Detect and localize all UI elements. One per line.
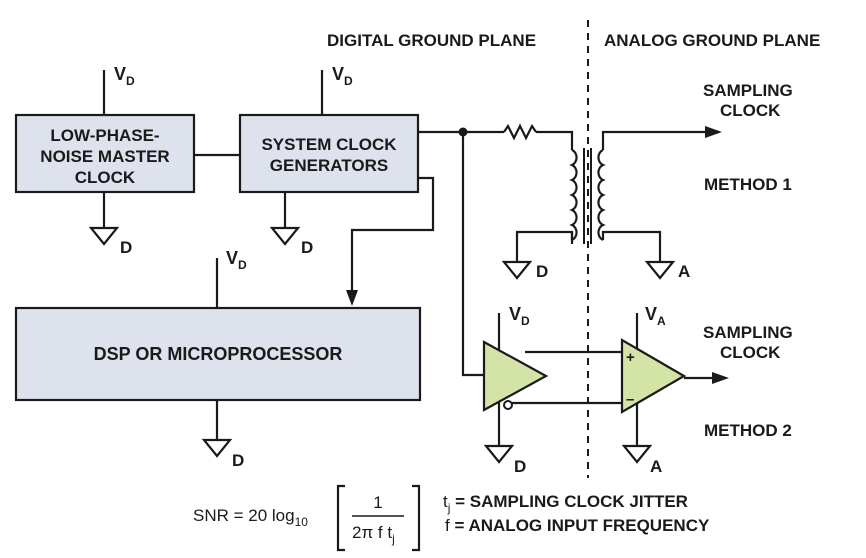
clock-generators-line2: GENERATORS	[270, 156, 388, 175]
formula-left-bracket	[336, 484, 345, 552]
snr-formula-lhs: SNR = 20 log10	[193, 506, 308, 529]
clock-generators-block	[238, 113, 420, 194]
digital-ground-plane-label: DIGITAL GROUND PLANE	[327, 31, 536, 50]
generators-ground-label: D	[301, 238, 313, 257]
generators-vd-label: VD	[332, 64, 353, 88]
master-clock-line2: NOISE MASTER	[40, 147, 169, 166]
method1-sampling-clock-line2: CLOCK	[720, 101, 781, 120]
method1-label: METHOD 1	[704, 175, 792, 194]
secondary-ground-wire	[601, 230, 662, 262]
formula-denominator: 2π f tj	[352, 523, 395, 546]
driver-vd-label: VD	[509, 304, 530, 328]
master-clock-line1: LOW-PHASE-	[50, 126, 159, 145]
clock-generators-line1: SYSTEM CLOCK	[261, 135, 397, 154]
series-resistor	[503, 123, 537, 141]
dsp-input-arrowhead	[346, 290, 358, 306]
legend-jitter: tj = SAMPLING CLOCK JITTER	[443, 492, 688, 515]
driver-ground-label: D	[514, 457, 526, 476]
secondary-output-wire	[601, 130, 705, 150]
dsp-vd-label: VD	[226, 248, 247, 272]
differential-driver	[482, 340, 549, 412]
comparator-plus-label: +	[626, 349, 635, 366]
master-clock-vd-label: VD	[114, 64, 135, 88]
comparator-minus-label: –	[626, 391, 634, 408]
dsp-block	[14, 306, 422, 402]
method1-output-arrowhead	[705, 126, 722, 138]
dsp-ground-symbol	[201, 438, 233, 458]
generators-to-dsp-wire	[350, 176, 435, 290]
transformer-secondary-coil	[597, 148, 606, 242]
resistor-to-primary-wire	[536, 130, 574, 150]
transformer-primary-coil	[569, 148, 578, 242]
dsp-ground-label: D	[232, 451, 244, 470]
master-clock-line3: CLOCK	[75, 168, 136, 187]
method1-sampling-clock-line1: SAMPLING	[703, 81, 793, 100]
method2-label: METHOD 2	[704, 421, 792, 440]
method2-output-arrowhead	[712, 372, 729, 384]
master-clock-ground-symbol	[88, 226, 120, 246]
method1-digital-ground-symbol	[501, 260, 533, 280]
method2-sampling-clock-line1: SAMPLING	[703, 323, 793, 342]
primary-ground-wire	[515, 230, 574, 262]
comparator-ground-symbol	[621, 444, 653, 464]
generators-ground-symbol	[269, 226, 301, 246]
legend-frequency: f = ANALOG INPUT FREQUENCY	[445, 516, 710, 535]
method2-sampling-clock-line2: CLOCK	[720, 343, 781, 362]
analog-ground-plane-label: ANALOG GROUND PLANE	[604, 31, 820, 50]
clock-to-driver-wire	[461, 132, 484, 377]
dsp-label: DSP OR MICROPROCESSOR	[94, 344, 343, 364]
method1-analog-ground-symbol	[644, 260, 676, 280]
comparator-ground-label: A	[650, 457, 662, 476]
receiver-comparator	[620, 338, 687, 414]
comparator-va-label: VA	[645, 304, 666, 328]
method1-digital-ground-label: D	[536, 262, 548, 281]
driver-inverting-bubble	[503, 400, 513, 410]
formula-right-bracket	[412, 484, 421, 552]
master-clock-ground-label: D	[120, 238, 132, 257]
formula-numerator: 1	[373, 493, 382, 512]
driver-ground-symbol	[483, 444, 515, 464]
method1-analog-ground-label: A	[678, 262, 690, 281]
